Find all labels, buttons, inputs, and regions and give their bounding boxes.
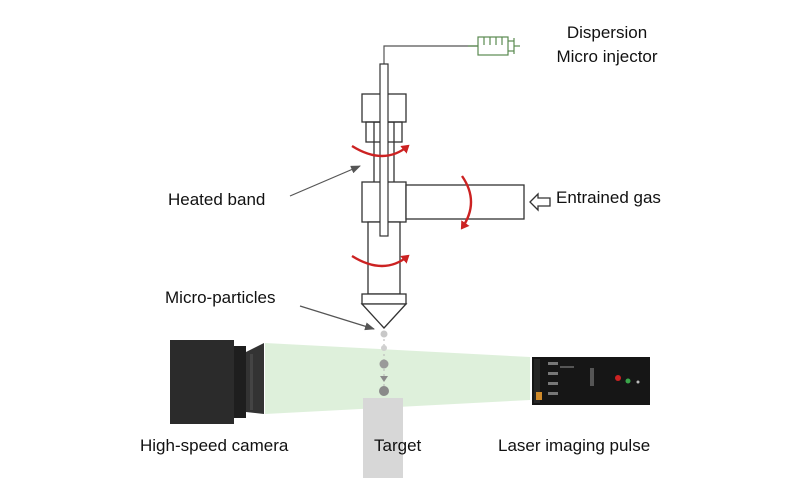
high-speed-camera-icon <box>170 340 264 424</box>
particle <box>381 345 387 351</box>
injector-label-line1: Dispersion <box>566 23 648 42</box>
light-beam <box>265 343 530 414</box>
particle <box>379 386 389 396</box>
entrained-gas-label: Entrained gas <box>556 188 661 207</box>
gas-flow-arrow <box>529 192 551 212</box>
target-block <box>363 398 403 478</box>
micro-particles-leader <box>299 305 375 331</box>
laser-label: Laser imaging pulse <box>498 436 651 455</box>
heated-band-label: Heated band <box>168 190 266 209</box>
particle-direction-arrow <box>380 376 388 382</box>
injector-feed-line <box>383 45 478 64</box>
injector-label: Dispersion Micro injector <box>532 23 682 67</box>
micro-particles-label: Micro-particles <box>165 288 276 307</box>
heated-band-leader <box>289 165 361 197</box>
target-label: Target <box>374 436 422 455</box>
heated-band-arc-lower <box>351 254 410 268</box>
syringe-icon <box>468 36 520 56</box>
heated-band-arc-side <box>460 175 473 230</box>
injector-needle <box>379 63 389 237</box>
heated-band-arc-upper <box>351 144 410 158</box>
gas-inlet-arm <box>405 184 525 220</box>
laser-device-icon <box>532 357 650 405</box>
injector-label-line2: Micro injector <box>556 47 658 66</box>
particle <box>379 359 389 369</box>
particle <box>380 330 388 338</box>
camera-label: High-speed camera <box>140 436 289 455</box>
